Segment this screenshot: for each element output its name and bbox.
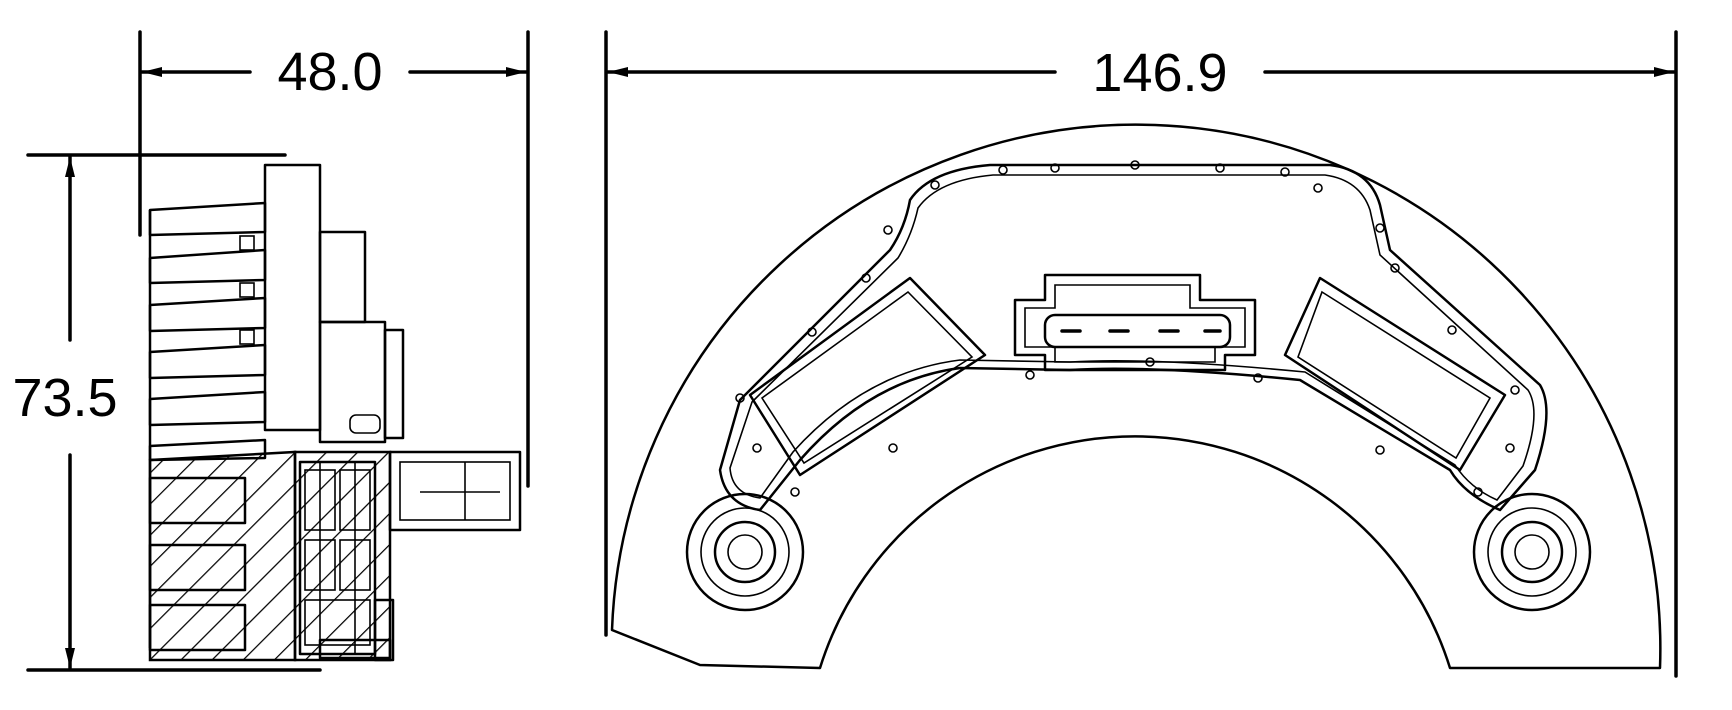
side-height-label: 73.5 (12, 368, 117, 428)
gasket-inner-outline (729, 174, 1535, 501)
connector-stub (388, 450, 522, 532)
left-display-window (748, 276, 987, 477)
side-width-dimension: 48.0 (138, 30, 530, 488)
side-height-dimension: 73.5 (12, 153, 322, 672)
side-view (148, 163, 522, 662)
gasket-screws (735, 160, 1520, 497)
right-display-window (1283, 276, 1507, 472)
front-width-dimension: 146.9 (604, 30, 1678, 678)
housing-body (263, 163, 405, 444)
right-mounting-hole (1472, 492, 1592, 612)
front-width-label: 146.9 (1092, 43, 1227, 103)
side-width-label: 48.0 (277, 42, 382, 102)
central-connector (1013, 273, 1257, 372)
section-view (148, 450, 395, 662)
gasket-outline (718, 163, 1548, 512)
front-view (610, 123, 1662, 670)
arch-outline (610, 123, 1662, 670)
left-mounting-hole (685, 492, 805, 612)
